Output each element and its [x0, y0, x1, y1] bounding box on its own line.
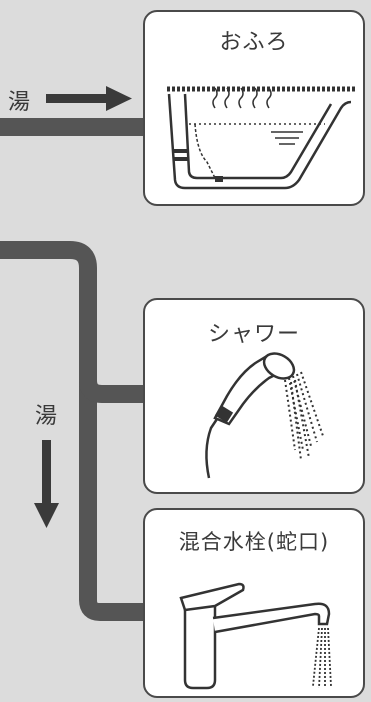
shower-head — [262, 352, 296, 380]
faucet-spout — [212, 602, 331, 634]
flow-arrow-shaft — [46, 94, 108, 103]
shower-card: シャワー — [143, 298, 365, 494]
bath-title: おふろ — [219, 30, 289, 55]
flow-arrow-head-right — [106, 86, 132, 111]
faucet-title: 混合水栓(蛇口) — [178, 530, 330, 554]
bath-card: おふろ — [143, 10, 365, 206]
vertical-hot-label: 湯 — [35, 404, 58, 429]
bath-hot-label: 湯 — [8, 90, 31, 115]
shower-head-icon — [205, 352, 324, 479]
pipe-main-vertical — [0, 241, 160, 621]
faucet-icon — [179, 582, 332, 690]
bathtub-icon — [167, 86, 355, 190]
faucet-lever — [179, 582, 245, 612]
pipe-to-shower — [79, 379, 160, 403]
inlet-connector — [173, 149, 189, 161]
water-surface-marks — [271, 131, 303, 145]
down-arrow-head — [34, 503, 59, 528]
internal-pipe — [194, 123, 216, 179]
down-arrow-shaft — [42, 440, 51, 505]
water-spray-icon — [284, 371, 324, 461]
shower-collar — [214, 405, 234, 423]
shower-title: シャワー — [207, 322, 300, 347]
faucet-card: 混合水栓(蛇口) — [143, 508, 365, 698]
tub-outline — [167, 93, 352, 190]
drain-icon — [215, 176, 223, 182]
water-stream-icon — [312, 627, 332, 689]
shower-hose — [205, 415, 221, 479]
pipe-to-bath — [0, 118, 160, 136]
tub-inner — [183, 93, 333, 180]
faucet-body — [183, 604, 217, 690]
steam-icon — [212, 87, 272, 109]
